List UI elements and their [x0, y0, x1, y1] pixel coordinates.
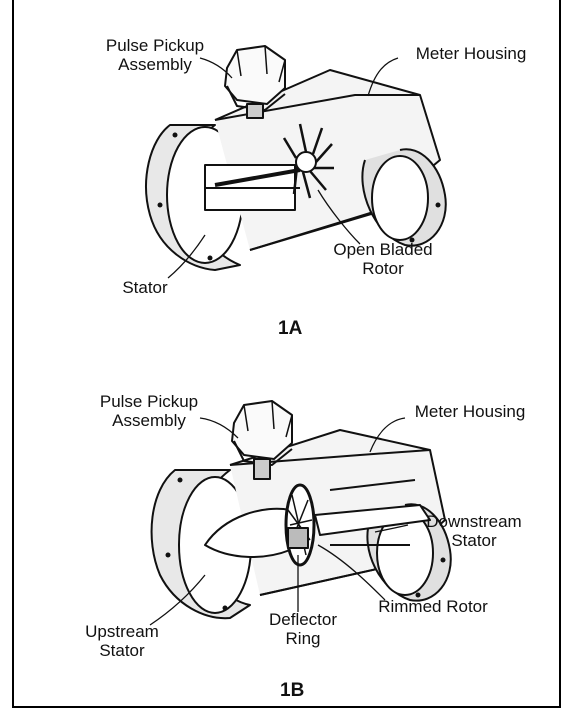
label-open-bladed-rotor-1a: Open Bladed Rotor [333, 240, 433, 278]
meter-1b-drawing [150, 400, 452, 620]
label-pulse-pickup-1b: Pulse Pickup Assembly [99, 392, 199, 430]
leader-lines [149, 57, 409, 626]
label-pulse-pickup-1a: Pulse Pickup Assembly [105, 36, 205, 74]
label-upstream-stator-1b: Upstream Stator [85, 622, 159, 660]
label-meter-housing-1a: Meter Housing [415, 44, 527, 63]
label-downstream-stator-1b: Downstream Stator [426, 512, 522, 550]
caption-1a: 1A [278, 318, 303, 339]
label-rimmed-rotor-1b: Rimmed Rotor [378, 597, 488, 616]
meter-1a-drawing [145, 45, 447, 271]
caption-1b: 1B [280, 680, 305, 701]
label-stator-1a: Stator [122, 278, 168, 297]
label-meter-housing-1b: Meter Housing [414, 402, 526, 421]
label-deflector-ring-1b: Deflector Ring [268, 610, 338, 648]
figure-frame [12, 0, 561, 708]
